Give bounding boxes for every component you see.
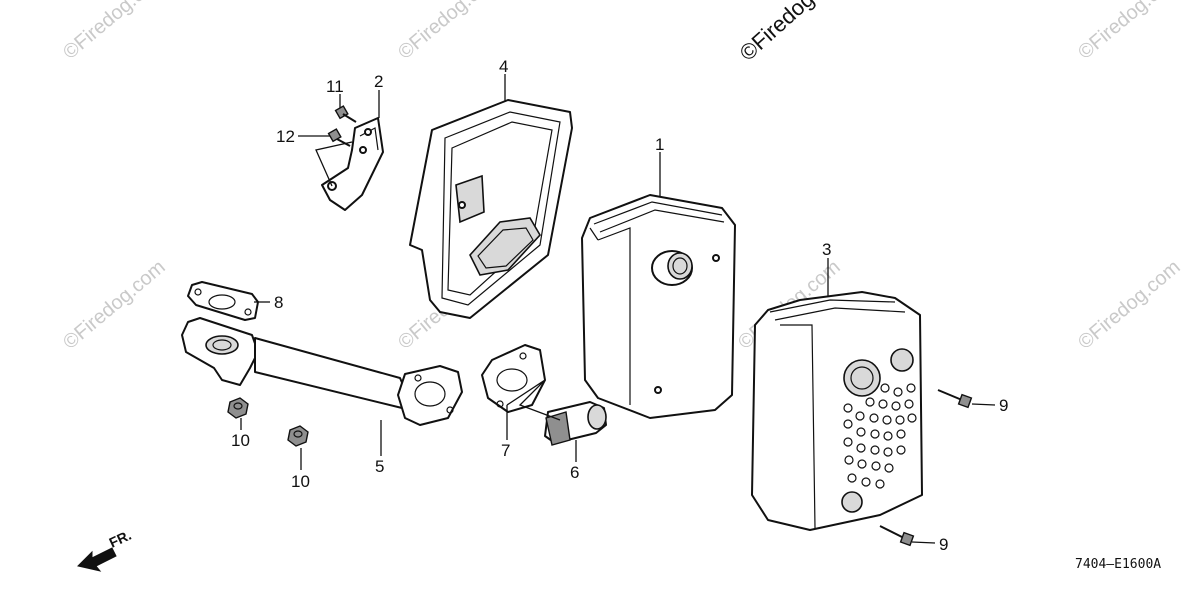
watermark: ©Firedog.com bbox=[1074, 0, 1185, 64]
callout-3[interactable]: 3 bbox=[822, 240, 831, 259]
callout-1[interactable]: 1 bbox=[655, 135, 664, 154]
part-6-screen[interactable] bbox=[544, 401, 607, 446]
callout-numbers: 1 2 3 4 5 6 7 8 9 9 10 10 11 12 bbox=[231, 57, 1008, 554]
watermark-main: ©Firedog.c bbox=[735, 0, 832, 66]
part-11-bolt[interactable] bbox=[334, 105, 357, 123]
callout-5[interactable]: 5 bbox=[375, 457, 384, 476]
callout-11[interactable]: 11 bbox=[326, 77, 344, 96]
front-direction-arrow: FR. bbox=[77, 527, 134, 572]
callout-7[interactable]: 7 bbox=[501, 441, 510, 460]
callout-4[interactable]: 4 bbox=[499, 57, 508, 76]
part-12-bolt[interactable] bbox=[327, 128, 351, 147]
front-label: FR. bbox=[107, 527, 134, 551]
callout-6[interactable]: 6 bbox=[570, 463, 579, 482]
callout-10b[interactable]: 10 bbox=[291, 472, 310, 491]
part-5-exhaust-pipe[interactable] bbox=[181, 317, 463, 426]
callout-9a[interactable]: 9 bbox=[999, 396, 1008, 415]
callout-12[interactable]: 12 bbox=[276, 127, 295, 146]
part-2-bracket[interactable] bbox=[321, 117, 384, 211]
part-9-bolt-b[interactable] bbox=[879, 525, 915, 547]
callout-2[interactable]: 2 bbox=[374, 72, 383, 91]
part-3-muffler-cover[interactable] bbox=[751, 291, 923, 531]
part-10-nut-a[interactable] bbox=[227, 397, 249, 419]
reference-code: 7404–E1600A bbox=[1075, 557, 1161, 572]
part-10-nut-b[interactable] bbox=[287, 425, 309, 447]
part-7-gasket[interactable] bbox=[481, 344, 546, 413]
callout-9b[interactable]: 9 bbox=[939, 535, 948, 554]
part-8-gasket[interactable] bbox=[187, 281, 259, 321]
cover-perforation-holes bbox=[843, 383, 917, 489]
callout-8[interactable]: 8 bbox=[274, 293, 283, 312]
watermark: ©Firedog.com bbox=[59, 256, 170, 354]
part-4-muffler-protector[interactable] bbox=[409, 99, 573, 319]
part-9-bolt-a[interactable] bbox=[937, 389, 973, 409]
leader-lines bbox=[240, 74, 996, 544]
watermark: ©Firedog.com bbox=[1074, 256, 1185, 354]
watermark: ©Firedog.com bbox=[59, 0, 170, 64]
part-1-muffler[interactable] bbox=[581, 194, 736, 419]
callout-10a[interactable]: 10 bbox=[231, 431, 250, 450]
watermark: ©Firedog.com bbox=[394, 0, 505, 64]
